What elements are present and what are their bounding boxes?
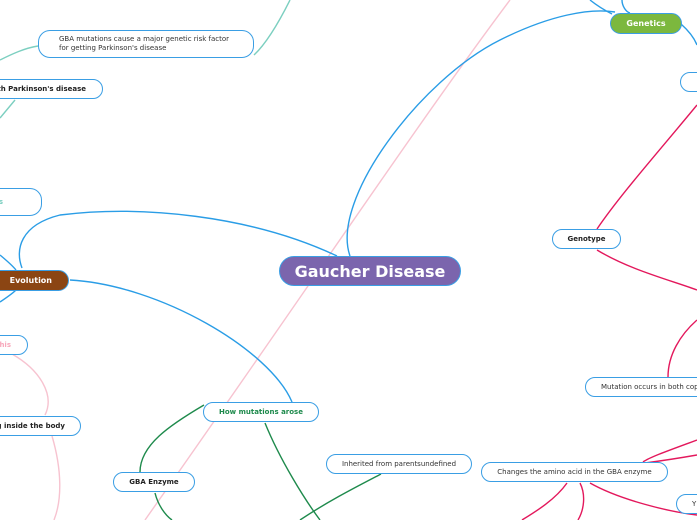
edge-genotype-right (596, 249, 697, 291)
node-gba-enzyme[interactable]: GBA Enzyme (113, 472, 195, 492)
edge-evo-howmut (69, 279, 293, 403)
edge-inherited (299, 473, 382, 520)
node-gba-parkinsons-risk[interactable]: GBA mutations cause a major genetic risk… (38, 30, 254, 58)
central-node-gaucher-disease[interactable]: Gaucher Disease (279, 256, 461, 286)
edge-howmut-down (264, 422, 321, 520)
edge-pink-this (11, 353, 49, 416)
node-teal-partial[interactable]: is (0, 188, 42, 216)
node-label: Changes the amino acid in the GBA enzyme (497, 468, 652, 476)
central-label: Gaucher Disease (294, 261, 446, 281)
node-inside-body[interactable]: g inside the body (0, 416, 81, 436)
node-pink-partial[interactable]: this (0, 335, 28, 355)
edge-gba-down (154, 492, 173, 520)
node-label: is (0, 198, 3, 206)
node-label: this (0, 341, 11, 349)
node-label: Genetics (626, 19, 666, 28)
node-label: GBA Enzyme (129, 478, 179, 486)
node-inherited[interactable]: Inherited from parentsundefined (326, 454, 472, 474)
edge-central-evolution (18, 210, 338, 269)
edge-genetics-top (589, 0, 613, 15)
edge-evo-left1 (0, 254, 17, 271)
node-mutation-both-copies[interactable]: Mutation occurs in both cop (585, 377, 697, 397)
edge-teal-top (253, 0, 291, 56)
edge-genetics-right (680, 23, 697, 46)
node-label: th Parkinson's disease (0, 85, 86, 93)
node-label: g inside the body (0, 422, 65, 430)
node-how-mutations-arose[interactable]: How mutations arose (203, 402, 319, 422)
edge-evo-left2 (0, 289, 17, 303)
node-label: Mutation occurs in both cop (601, 383, 697, 391)
edge-to-genotype (596, 104, 697, 230)
edge-to-amino1 (642, 439, 697, 463)
node-label: Genotype (567, 235, 606, 243)
node-label: GBA mutations cause a major genetic risk… (59, 35, 230, 52)
node-label: How mutations arose (219, 408, 303, 416)
edge-amino-down1 (521, 482, 568, 520)
node-evolution[interactable]: Evolution (0, 270, 69, 291)
edge-genetics-top2 (621, 0, 631, 14)
node-right-partial[interactable] (680, 72, 697, 92)
edge-amino-down2 (577, 482, 585, 520)
node-amino-acid[interactable]: Changes the amino acid in the GBA enzyme (481, 462, 668, 482)
edge-pink-long (144, 0, 511, 520)
node-label: Evolution (9, 276, 52, 285)
node-parkinsons-link[interactable]: th Parkinson's disease (0, 79, 103, 99)
node-y-partial[interactable]: Y (676, 494, 697, 514)
node-label: Inherited from parentsundefined (341, 460, 457, 468)
node-label: Y (692, 500, 697, 508)
edge-pink-body (51, 435, 61, 520)
node-genotype[interactable]: Genotype (552, 229, 621, 249)
edge-howmut-gba (139, 404, 205, 473)
edge-to-mutation (667, 319, 697, 378)
edge-teal-park (0, 99, 16, 119)
edge-central-genetics (346, 10, 616, 257)
edge-teal-gba (0, 45, 39, 61)
node-genetics[interactable]: Genetics (610, 13, 682, 34)
